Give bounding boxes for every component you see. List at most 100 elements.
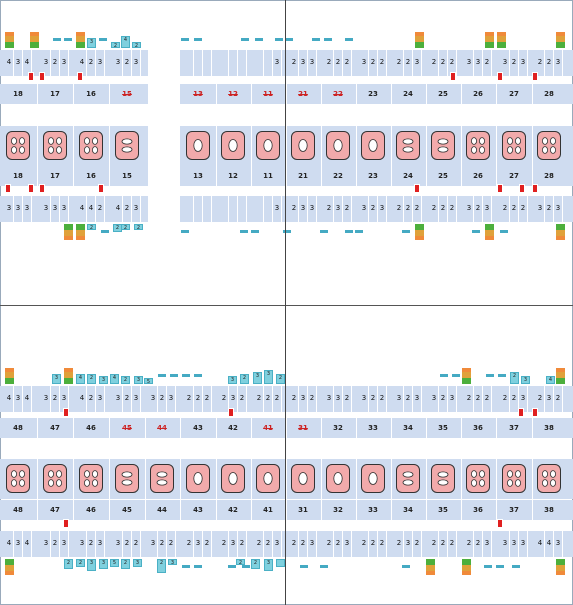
tooth-number-34[interactable]: 34 <box>403 506 413 514</box>
tooth-number-24[interactable]: 24 <box>403 90 413 98</box>
probing-depth-bottom[interactable]: 3 <box>405 539 411 547</box>
recession-bar[interactable]: 5 <box>144 378 153 384</box>
probing-depth-bottom[interactable]: 3 <box>555 539 561 547</box>
probing-depth-top[interactable]: 3 <box>15 58 21 66</box>
tooth-number-34[interactable]: 34 <box>403 424 413 432</box>
probing-depth-bottom[interactable]: 2 <box>335 539 341 547</box>
probing-depth-top[interactable]: 2 <box>186 394 192 402</box>
recession-bar[interactable]: 2 <box>121 376 130 384</box>
probing-depth-top[interactable]: 2 <box>52 394 58 402</box>
probing-depth-top[interactable]: 3 <box>43 394 49 402</box>
probing-depth-bottom[interactable]: 3 <box>150 539 156 547</box>
probing-depth-top[interactable]: 3 <box>150 394 156 402</box>
probing-depth-bottom[interactable]: 2 <box>256 539 262 547</box>
tooth-11[interactable] <box>256 131 280 160</box>
probing-depth-top[interactable]: 3 <box>466 58 472 66</box>
mobility-grade-marker[interactable] <box>556 224 565 240</box>
recession-bar[interactable]: 3 <box>521 376 530 384</box>
probing-depth-bottom[interactable]: 2 <box>440 204 446 212</box>
probing-depth-bottom[interactable]: 3 <box>379 204 385 212</box>
tooth-number-47[interactable]: 47 <box>50 424 60 432</box>
mobility-grade-marker[interactable] <box>30 32 39 48</box>
probing-depth-top[interactable]: 2 <box>537 394 543 402</box>
probing-depth-bottom[interactable]: 2 <box>326 204 332 212</box>
probing-depth-top[interactable]: 2 <box>370 394 376 402</box>
recession-bar[interactable]: 4 <box>546 376 555 384</box>
recession-bar[interactable]: 2 <box>87 224 96 230</box>
probing-depth-top[interactable]: 2 <box>344 58 350 66</box>
recession-bar[interactable]: 2 <box>87 374 96 384</box>
mobility-grade-marker[interactable] <box>5 368 14 384</box>
tooth-number-35[interactable]: 35 <box>438 424 448 432</box>
recession-bar[interactable]: 3 <box>253 372 262 384</box>
probing-depth-top[interactable]: 3 <box>396 394 402 402</box>
probing-depth-top[interactable]: 3 <box>361 394 367 402</box>
recession-bar[interactable]: 2 <box>157 559 166 573</box>
probing-depth-top[interactable]: 2 <box>344 394 350 402</box>
probing-depth-top[interactable]: 2 <box>221 394 227 402</box>
probing-depth-bottom[interactable]: 3 <box>15 204 21 212</box>
tooth-number-46[interactable]: 46 <box>86 424 96 432</box>
probing-depth-top[interactable]: 3 <box>61 58 67 66</box>
probing-depth-top[interactable]: 2 <box>265 394 271 402</box>
tooth-number-21[interactable]: 21 <box>298 172 308 180</box>
probing-depth-bottom[interactable]: 2 <box>265 539 271 547</box>
tooth-number-31[interactable]: 31 <box>298 424 308 432</box>
probing-depth-bottom[interactable]: 2 <box>431 539 437 547</box>
bleeding-marker[interactable] <box>518 408 524 417</box>
mobility-grade-marker[interactable] <box>64 368 73 384</box>
tooth-28[interactable] <box>537 131 561 160</box>
probing-depth-bottom[interactable]: 3 <box>520 539 526 547</box>
tooth-number-47[interactable]: 47 <box>50 506 60 514</box>
bleeding-marker[interactable] <box>39 184 45 193</box>
probing-depth-top[interactable]: 3 <box>133 394 139 402</box>
recession-bar[interactable]: 2 <box>240 374 249 384</box>
tooth-26[interactable] <box>466 131 490 160</box>
probing-depth-top[interactable]: 4 <box>79 394 85 402</box>
tooth-number-15[interactable]: 15 <box>122 90 132 98</box>
tooth-number-32[interactable]: 32 <box>333 506 343 514</box>
tooth-number-11[interactable]: 11 <box>263 90 273 98</box>
probing-depth-bottom[interactable]: 2 <box>124 204 130 212</box>
tooth-number-32[interactable]: 32 <box>333 424 343 432</box>
tooth-number-22[interactable]: 22 <box>333 90 343 98</box>
mobility-grade-marker[interactable] <box>76 224 85 240</box>
tooth-number-15[interactable]: 15 <box>122 172 132 180</box>
recession-bar[interactable]: 3 <box>134 376 143 384</box>
probing-depth-bottom[interactable]: 3 <box>115 539 121 547</box>
recession-bar[interactable]: 4 <box>110 374 119 384</box>
recession-bar[interactable]: 4 <box>121 36 130 48</box>
probing-depth-bottom[interactable]: 3 <box>43 204 49 212</box>
probing-depth-bottom[interactable]: 3 <box>195 539 201 547</box>
tooth-number-28[interactable]: 28 <box>544 90 554 98</box>
probing-depth-top[interactable]: 2 <box>370 58 376 66</box>
probing-depth-bottom[interactable]: 2 <box>186 539 192 547</box>
probing-depth-bottom[interactable]: 3 <box>335 204 341 212</box>
tooth-number-21[interactable]: 21 <box>298 90 308 98</box>
tooth-number-11[interactable]: 11 <box>263 172 273 180</box>
tooth-25[interactable] <box>431 131 455 160</box>
recession-bar[interactable]: 2 <box>510 372 519 384</box>
probing-depth-top[interactable]: 2 <box>379 58 385 66</box>
mobility-grade-marker[interactable] <box>497 32 506 48</box>
probing-depth-bottom[interactable]: 3 <box>24 204 30 212</box>
probing-depth-bottom[interactable]: 2 <box>159 539 165 547</box>
probing-depth-bottom[interactable]: 3 <box>484 539 490 547</box>
probing-depth-bottom[interactable]: 2 <box>370 539 376 547</box>
bleeding-marker[interactable] <box>497 184 503 193</box>
mobility-grade-marker[interactable] <box>556 368 565 384</box>
tooth-18[interactable] <box>6 131 30 160</box>
tooth-31[interactable] <box>291 464 315 493</box>
probing-depth-bottom[interactable]: 3 <box>309 539 315 547</box>
probing-depth-bottom[interactable]: 2 <box>449 539 455 547</box>
tooth-23[interactable] <box>361 131 385 160</box>
probing-depth-bottom[interactable]: 3 <box>97 539 103 547</box>
bleeding-marker[interactable] <box>5 184 11 193</box>
probing-depth-top[interactable]: 2 <box>440 58 446 66</box>
probing-depth-top[interactable]: 3 <box>326 394 332 402</box>
recession-bar[interactable]: 3 <box>228 376 237 384</box>
bleeding-marker[interactable] <box>497 72 503 81</box>
probing-depth-top[interactable]: 2 <box>466 394 472 402</box>
recession-bar[interactable]: 2 <box>236 559 245 565</box>
probing-depth-top[interactable]: 2 <box>431 58 437 66</box>
